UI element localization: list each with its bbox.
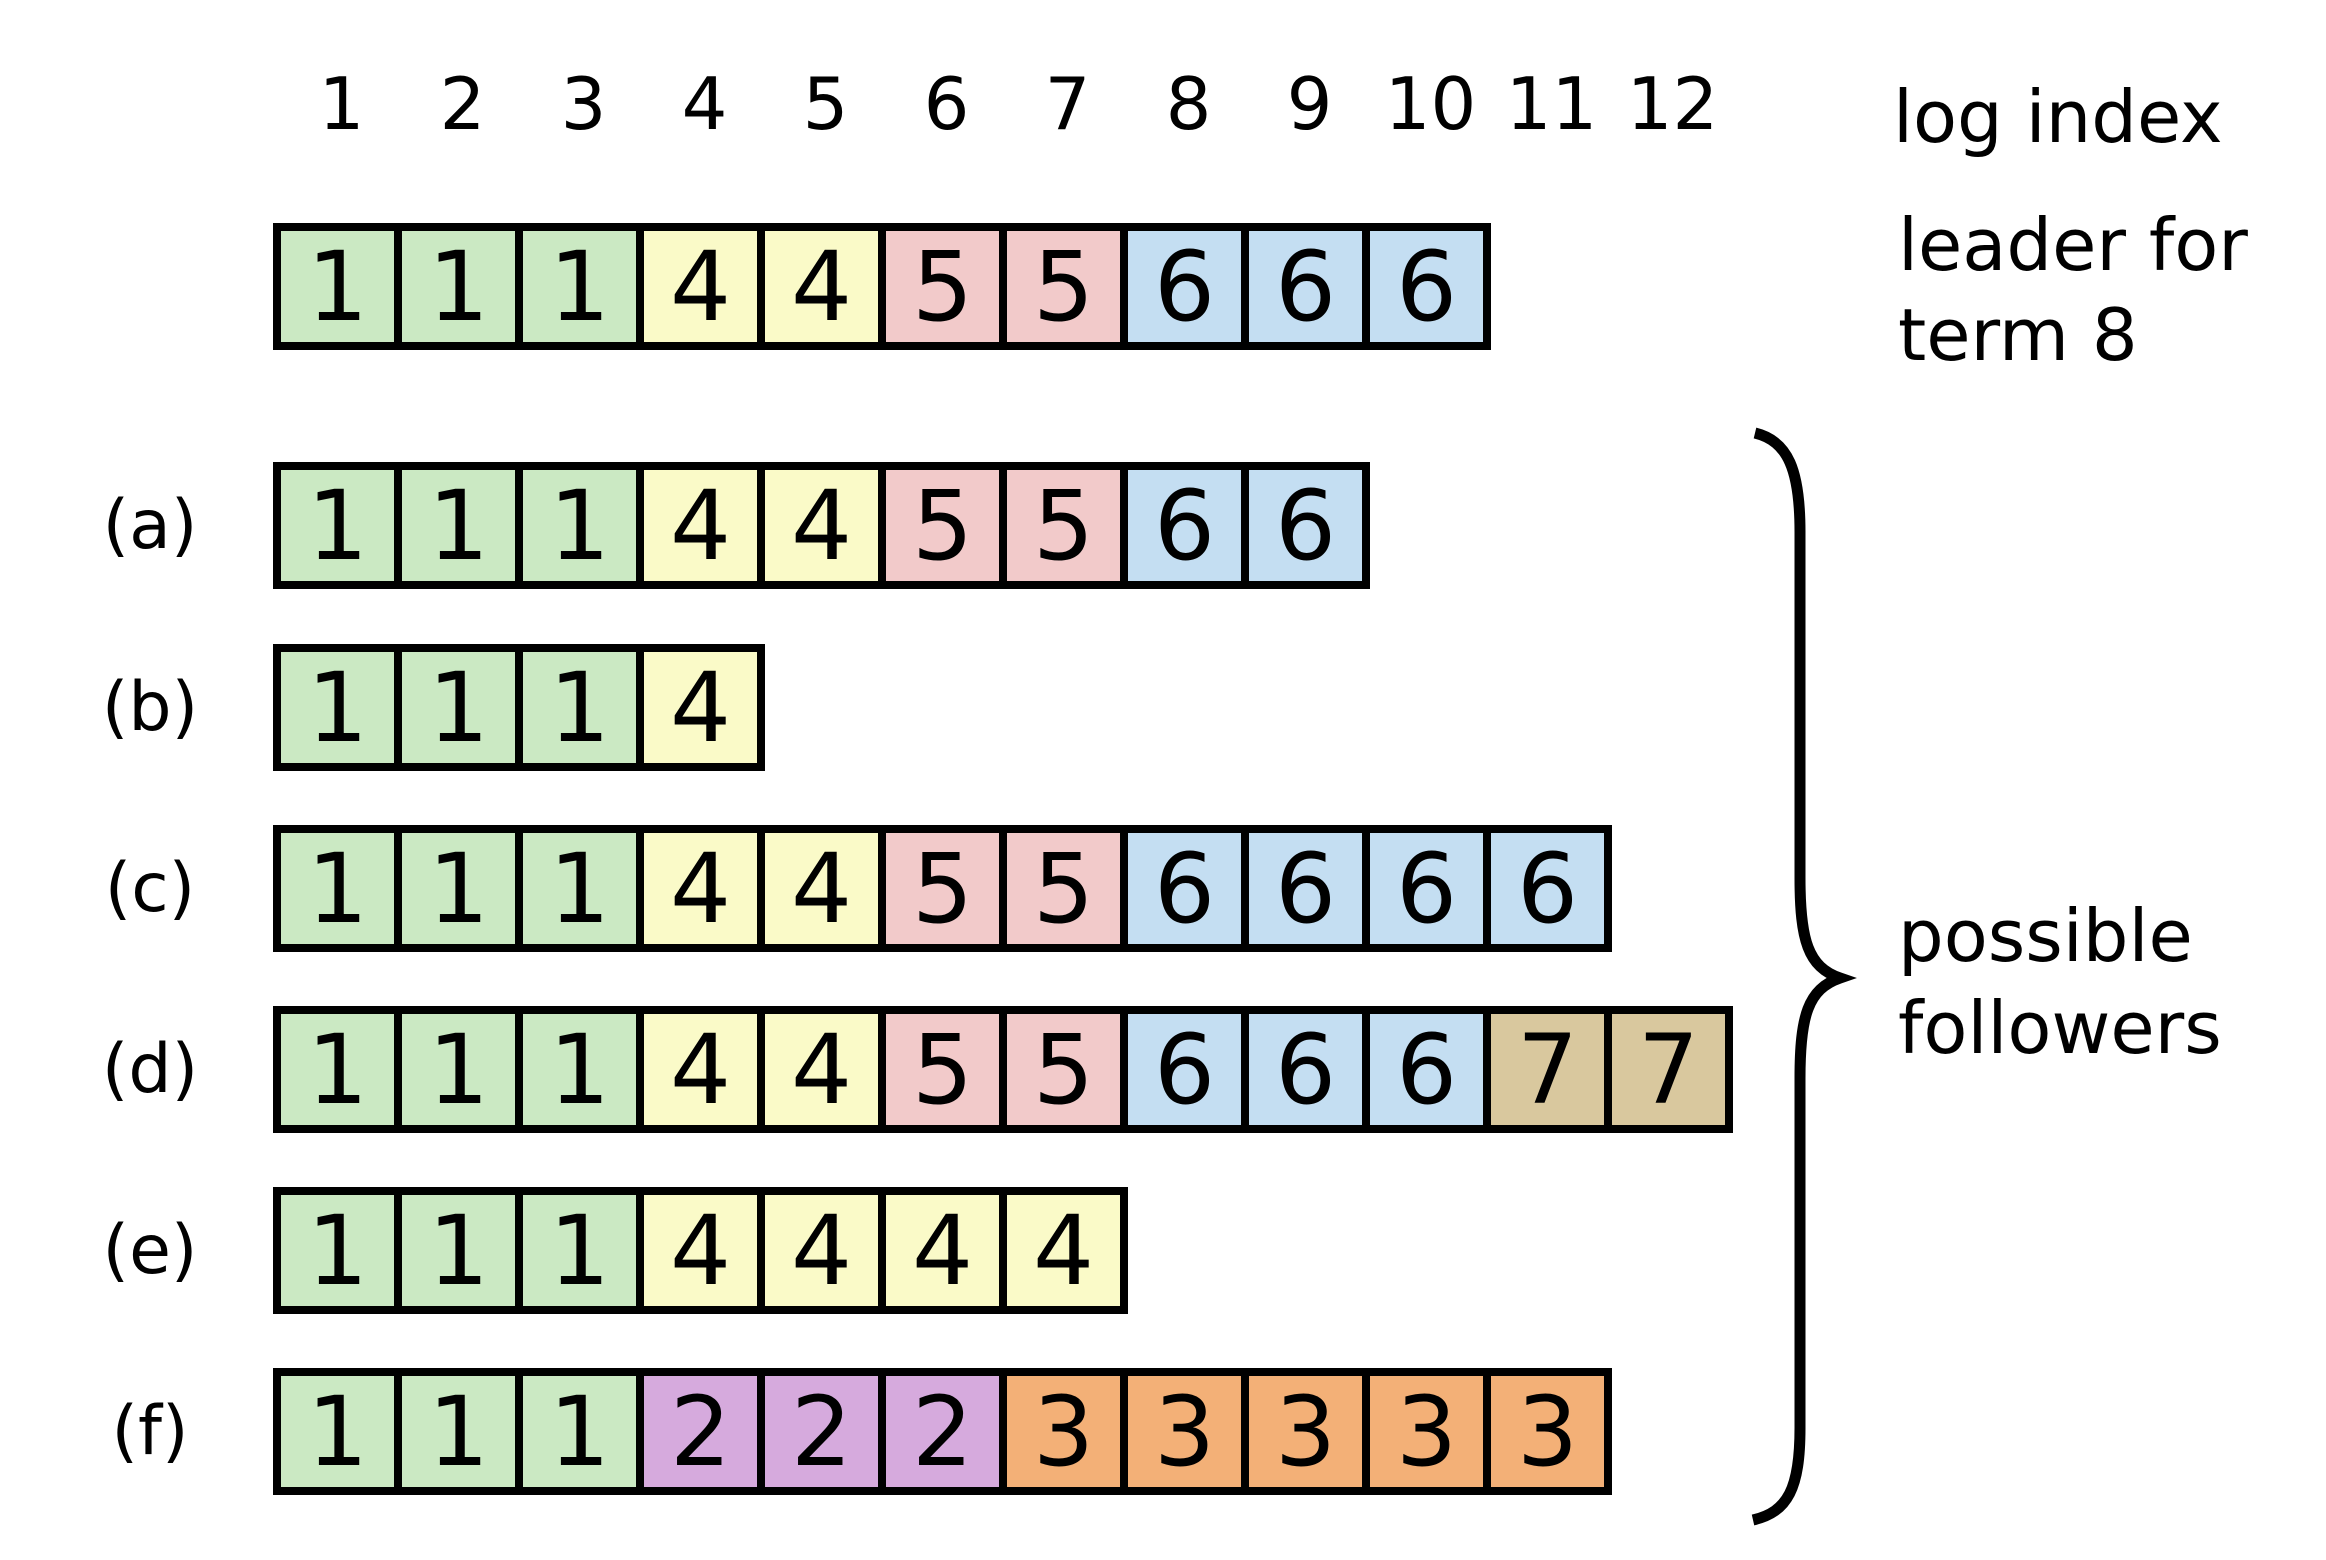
log-index-number: 9 (1286, 62, 1333, 146)
log-cell-term-1: 1 (515, 1376, 636, 1487)
log-cell-term-1: 1 (281, 652, 394, 763)
log-index-number: 1 (318, 62, 365, 146)
log-cell-term-7: 7 (1604, 1014, 1725, 1125)
log-cell-term-1: 1 (515, 833, 636, 944)
log-cell-term-6: 6 (1241, 1014, 1362, 1125)
log-cell-term-6: 6 (1120, 470, 1241, 581)
log-index-number: 4 (681, 62, 728, 146)
log-index-number: 10 (1384, 62, 1477, 146)
log-cell-term-1: 1 (515, 231, 636, 342)
log-cell-term-6: 6 (1120, 231, 1241, 342)
log-cell-term-4: 4 (757, 1014, 878, 1125)
log-index-number: 12 (1626, 62, 1719, 146)
log-cell-term-1: 1 (394, 1195, 515, 1306)
log-cell-term-4: 4 (636, 231, 757, 342)
log-index-number: 6 (923, 62, 970, 146)
log-cell-term-2: 2 (878, 1376, 999, 1487)
log-cell-term-1: 1 (515, 470, 636, 581)
log-cell-term-5: 5 (878, 1014, 999, 1125)
log-cell-term-1: 1 (394, 1376, 515, 1487)
log-cell-term-1: 1 (281, 1014, 394, 1125)
followers-caption-line1: possible (1898, 894, 2193, 978)
log-cell-term-3: 3 (1120, 1376, 1241, 1487)
log-cell-term-6: 6 (1362, 833, 1483, 944)
log-cell-term-6: 6 (1241, 470, 1362, 581)
log-cell-term-4: 4 (757, 1195, 878, 1306)
follower-row-label-a: (a) (102, 485, 198, 565)
log-cell-term-5: 5 (999, 231, 1120, 342)
log-cell-term-3: 3 (1362, 1376, 1483, 1487)
log-cell-term-1: 1 (281, 1195, 394, 1306)
log-index-number: 7 (1044, 62, 1091, 146)
log-cell-term-6: 6 (1362, 231, 1483, 342)
log-index-number: 5 (802, 62, 849, 146)
log-index-caption: log index (1893, 72, 2223, 162)
log-cell-term-4: 4 (636, 1195, 757, 1306)
log-cell-term-1: 1 (394, 1014, 515, 1125)
log-index-caption-text: log index (1893, 75, 2223, 159)
follower-row-label-d: (d) (101, 1029, 199, 1109)
leader-caption-line1: leader for (1898, 203, 2248, 287)
leader-caption-line2: term 8 (1898, 293, 2138, 377)
log-cell-term-1: 1 (281, 231, 394, 342)
log-cell-term-1: 1 (394, 470, 515, 581)
log-cell-term-1: 1 (281, 833, 394, 944)
log-cell-term-4: 4 (757, 833, 878, 944)
log-cell-term-4: 4 (757, 470, 878, 581)
log-cell-term-3: 3 (1241, 1376, 1362, 1487)
log-cell-term-5: 5 (878, 231, 999, 342)
log-index-number: 3 (560, 62, 607, 146)
follower-row-label-b: (b) (101, 667, 199, 747)
log-cell-term-6: 6 (1483, 833, 1604, 944)
log-cell-term-1: 1 (515, 1014, 636, 1125)
log-cell-term-3: 3 (999, 1376, 1120, 1487)
log-cell-term-1: 1 (394, 652, 515, 763)
follower-row-label-c: (c) (104, 848, 196, 928)
log-cell-term-1: 1 (515, 1195, 636, 1306)
log-cell-term-2: 2 (757, 1376, 878, 1487)
log-cell-term-5: 5 (999, 1014, 1120, 1125)
log-cell-term-4: 4 (636, 652, 757, 763)
log-cell-term-4: 4 (636, 1014, 757, 1125)
log-cell-term-6: 6 (1120, 833, 1241, 944)
log-cell-term-6: 6 (1120, 1014, 1241, 1125)
log-cell-term-5: 5 (999, 833, 1120, 944)
log-index-number: 8 (1165, 62, 1212, 146)
log-cell-term-4: 4 (878, 1195, 999, 1306)
log-cell-term-4: 4 (999, 1195, 1120, 1306)
log-cell-term-4: 4 (757, 231, 878, 342)
log-cell-term-4: 4 (636, 470, 757, 581)
log-cell-term-6: 6 (1241, 231, 1362, 342)
log-cell-term-1: 1 (281, 470, 394, 581)
log-cell-term-7: 7 (1483, 1014, 1604, 1125)
log-cell-term-1: 1 (394, 833, 515, 944)
follower-row-label-e: (e) (102, 1210, 198, 1290)
log-cell-term-4: 4 (636, 833, 757, 944)
log-cell-term-5: 5 (999, 470, 1120, 581)
follower-row-label-f: (f) (111, 1391, 189, 1471)
log-cell-term-5: 5 (878, 470, 999, 581)
log-cell-term-1: 1 (394, 231, 515, 342)
log-cell-term-1: 1 (515, 652, 636, 763)
leader-caption: leader for term 8 (1898, 200, 2248, 380)
log-cell-term-6: 6 (1241, 833, 1362, 944)
brace-curve (1751, 427, 1857, 1526)
log-cell-term-2: 2 (636, 1376, 757, 1487)
log-cell-term-5: 5 (878, 833, 999, 944)
log-index-number: 11 (1505, 62, 1598, 146)
log-cell-term-1: 1 (281, 1376, 394, 1487)
log-cell-term-6: 6 (1362, 1014, 1483, 1125)
followers-caption: possible followers (1898, 890, 2222, 1074)
followers-caption-line2: followers (1898, 986, 2222, 1070)
log-index-number: 2 (439, 62, 486, 146)
log-cell-term-3: 3 (1483, 1376, 1604, 1487)
